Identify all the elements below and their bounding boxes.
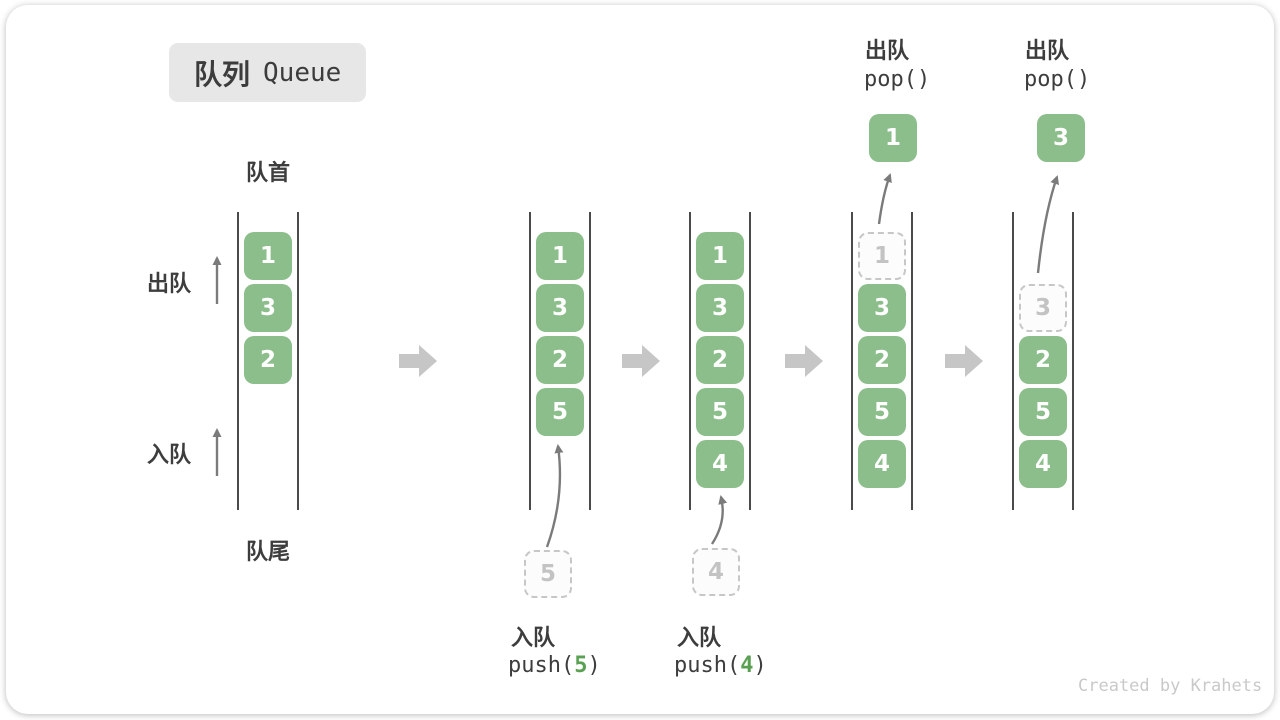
queue-item: 3: [536, 284, 584, 332]
dequeue-op-label: 出队: [1025, 39, 1070, 64]
queue-item: 2: [858, 336, 906, 384]
queue-channel-5: 3 2 5 4: [1012, 212, 1074, 510]
queue-item: 4: [858, 440, 906, 488]
queue-item: 2: [696, 336, 744, 384]
title-en: Queue: [263, 57, 342, 88]
code-fn: push(: [674, 653, 741, 678]
queue-item: 1: [244, 232, 292, 280]
code-close: ): [753, 653, 767, 678]
queue-channel-3: 1 3 2 5 4: [689, 212, 751, 510]
transition-arrow-icon: [622, 345, 660, 377]
queue-channel-2: 1 3 2 5: [529, 212, 591, 510]
popped-item: 3: [1037, 114, 1085, 162]
queue-item: 2: [1019, 336, 1067, 384]
popped-item-ghost: 3: [1019, 284, 1067, 332]
queue-item: 2: [244, 336, 292, 384]
transition-arrow-icon: [945, 345, 983, 377]
enqueue-label: 入队: [147, 443, 192, 468]
title-zh: 队列: [194, 57, 251, 91]
front-label: 队首: [245, 161, 290, 186]
code-arg: 4: [740, 653, 754, 678]
queue-channel-1: 1 3 2: [237, 212, 299, 510]
rear-label: 队尾: [245, 540, 290, 565]
dequeue-op-label: 出队: [865, 39, 910, 64]
queue-item: 4: [1019, 440, 1067, 488]
incoming-item-ghost: 5: [524, 550, 572, 598]
queue-item: 5: [696, 388, 744, 436]
dequeue-op-code: pop(): [864, 67, 931, 92]
enqueue-op-label: 入队: [677, 626, 722, 651]
queue-item: 5: [1019, 388, 1067, 436]
queue-item: 1: [536, 232, 584, 280]
enqueue-op-code: push(4): [674, 653, 767, 678]
queue-item: 3: [858, 284, 906, 332]
queue-item: 5: [536, 388, 584, 436]
enqueue-op-code: push(5): [508, 653, 601, 678]
popped-item: 1: [869, 114, 917, 162]
queue-item: 4: [696, 440, 744, 488]
queue-item: 2: [536, 336, 584, 384]
incoming-item-ghost: 4: [692, 548, 740, 596]
code-close: ): [587, 653, 601, 678]
credit-text: Created by Krahets: [1078, 676, 1263, 696]
popped-item-ghost: 1: [858, 232, 906, 280]
queue-item: 3: [696, 284, 744, 332]
code-fn: push(: [508, 653, 575, 678]
code-arg: 5: [574, 653, 588, 678]
queue-item: 1: [696, 232, 744, 280]
transition-arrow-icon: [785, 345, 823, 377]
queue-channel-4: 1 3 2 5 4: [851, 212, 913, 510]
enqueue-op-label: 入队: [511, 626, 556, 651]
transition-arrow-icon: [399, 345, 437, 377]
queue-item: 3: [244, 284, 292, 332]
title-badge: 队列 Queue: [169, 43, 367, 102]
dequeue-op-code: pop(): [1024, 67, 1091, 92]
dequeue-label: 出队: [147, 272, 192, 297]
queue-item: 5: [858, 388, 906, 436]
